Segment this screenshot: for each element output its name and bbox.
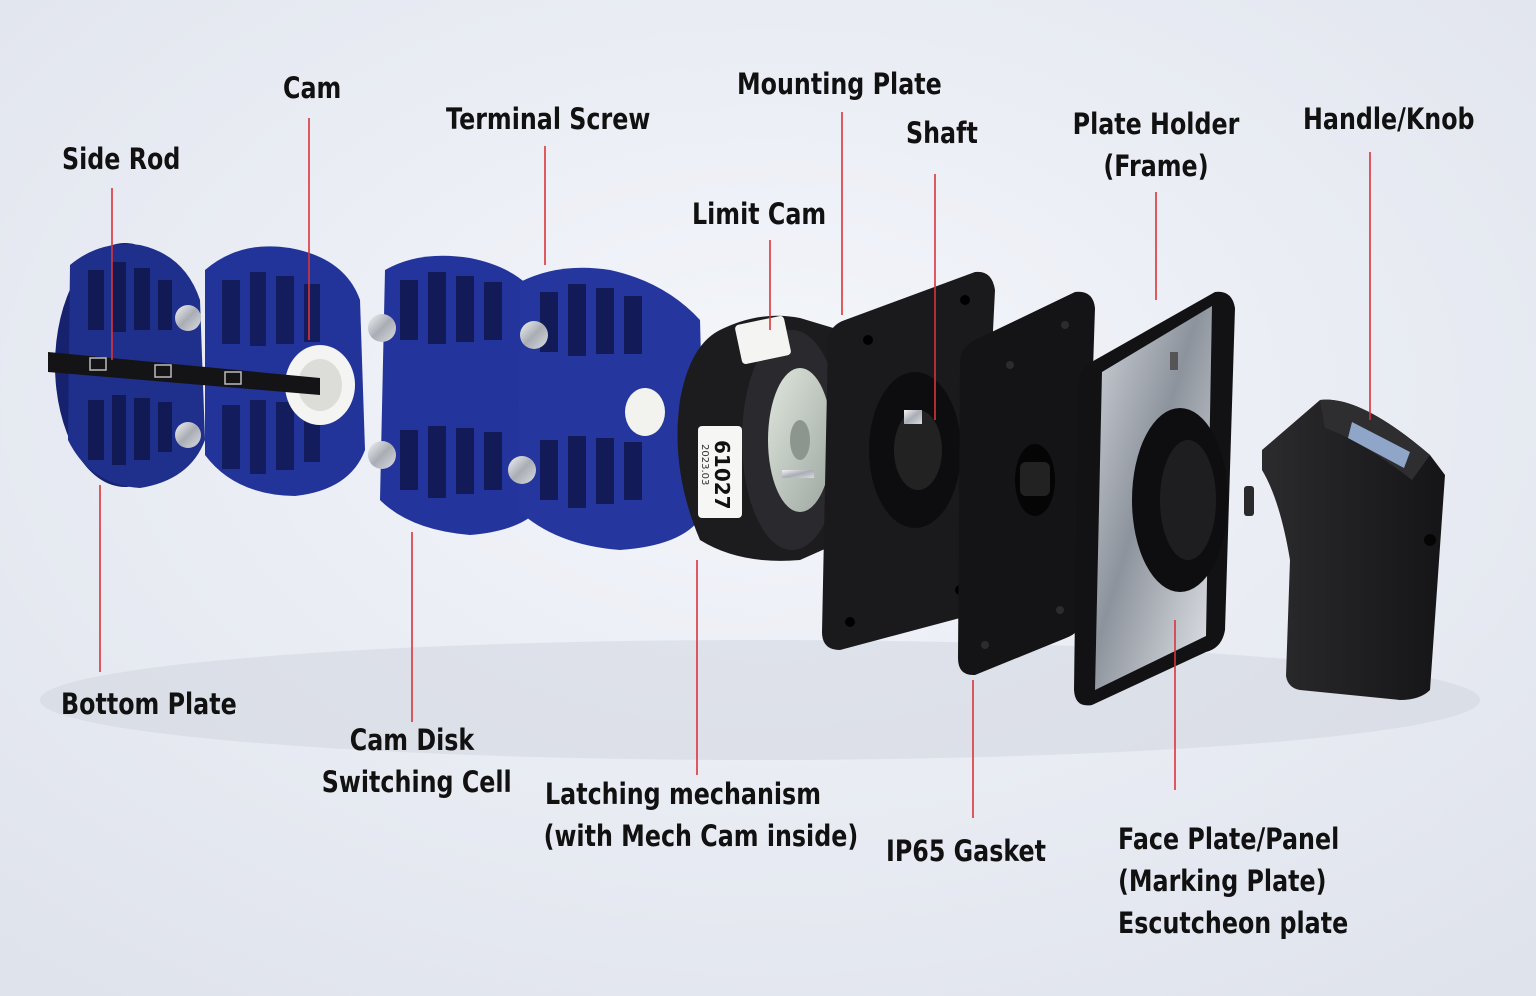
label-face-plate: Face Plate/Panel (Marking Plate) Escutch…	[1118, 822, 1349, 940]
label-cam: Cam	[283, 71, 342, 105]
label-handle-knob: Handle/Knob	[1303, 102, 1475, 136]
label-bottom-plate: Bottom Plate	[61, 687, 237, 721]
label-cam-disk: Cam Disk Switching Cell	[321, 723, 512, 799]
side-rod-part	[48, 352, 320, 395]
cam-cell-part	[175, 246, 365, 496]
leader-lines	[99, 112, 1371, 818]
mounting-plate-part	[822, 271, 995, 650]
latching-mechanism-part: 61027 2023.03	[677, 315, 845, 561]
sticker-date: 2023.03	[699, 444, 710, 485]
cam-disk-cell-1	[368, 255, 545, 535]
label-shaft: Shaft	[906, 116, 978, 150]
floor-shadow	[40, 640, 1480, 760]
label-latching: Latching mechanism (with Mech Cam inside…	[543, 777, 859, 853]
label-terminal-screw: Terminal Screw	[446, 102, 651, 136]
label-limit-cam: Limit Cam	[692, 197, 827, 231]
handle-knob-part	[1244, 399, 1445, 700]
label-ip65-gasket: IP65 Gasket	[886, 834, 1047, 868]
plate-holder-part	[1074, 291, 1235, 706]
cam-disk-cell-2	[508, 267, 705, 550]
ip65-gasket-part	[958, 291, 1095, 676]
sticker-number: 61027	[710, 440, 734, 510]
label-plate-holder: Plate Holder (Frame)	[1072, 107, 1240, 183]
label-mounting-plate: Mounting Plate	[737, 67, 942, 101]
label-side-rod: Side Rod	[62, 142, 181, 176]
